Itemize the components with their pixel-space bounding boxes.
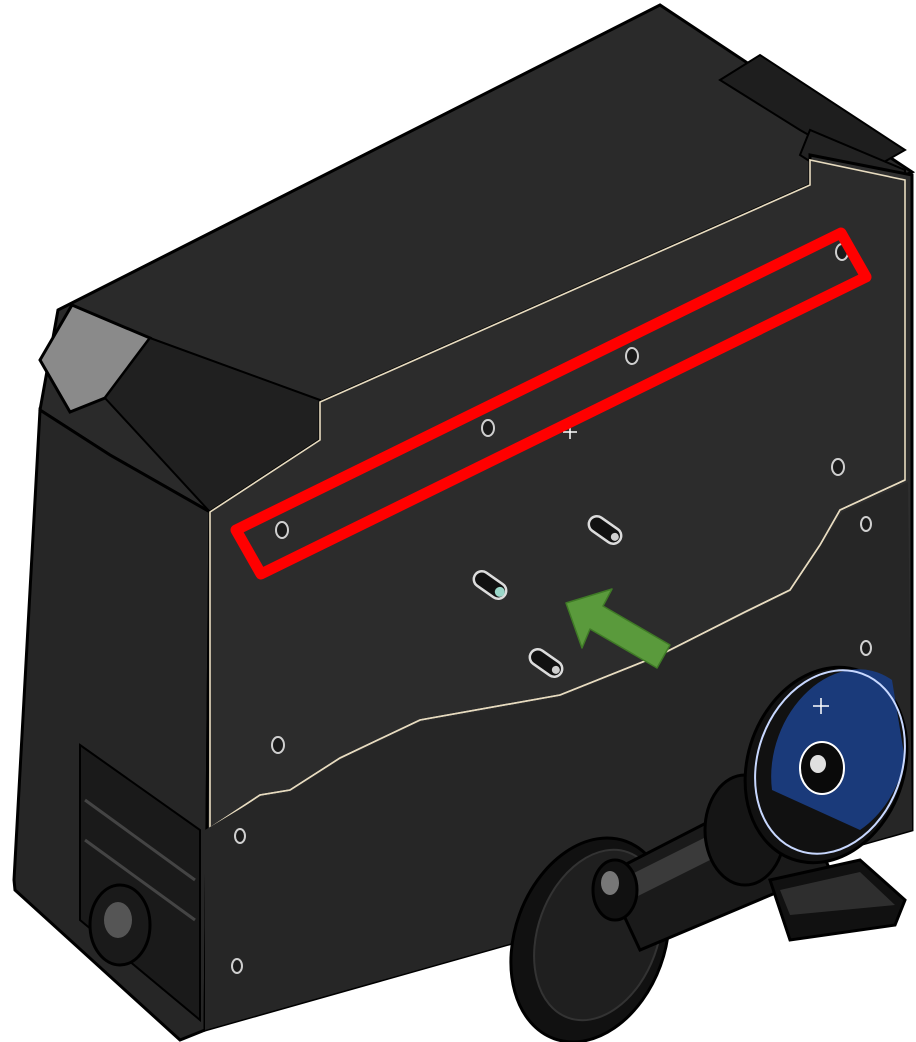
lower-front — [205, 482, 912, 1030]
slotted-hole — [587, 515, 623, 545]
screw-hole — [234, 828, 246, 844]
highlight-box — [230, 227, 872, 580]
knob-assembly — [509, 665, 909, 1042]
screw-hole — [231, 958, 243, 974]
screw-hole — [625, 347, 639, 365]
recess-rib-2 — [84, 838, 196, 922]
slotted-hole — [472, 570, 508, 600]
slotted-holes — [472, 515, 623, 678]
recess-rib-1 — [84, 798, 196, 882]
shaft-end-highlight — [601, 871, 619, 895]
disc-center-highlight — [810, 755, 826, 773]
screw-hole — [481, 419, 495, 437]
lower-step-edge — [209, 479, 906, 829]
screw-hole — [271, 736, 285, 754]
left-bottom-recess — [79, 743, 201, 1023]
screw-hole — [860, 516, 872, 532]
knob-lever-highlight — [780, 872, 895, 915]
disc-cross-mark — [813, 698, 829, 714]
screw-hole — [860, 640, 872, 656]
screw-hole — [275, 521, 289, 539]
selected-face-outline — [754, 669, 906, 855]
bottom-roller-highlight — [104, 902, 132, 938]
green-arrow — [565, 588, 671, 669]
slotted-hole — [528, 648, 564, 678]
screw-hole — [831, 458, 845, 476]
screw-holes — [231, 243, 872, 974]
